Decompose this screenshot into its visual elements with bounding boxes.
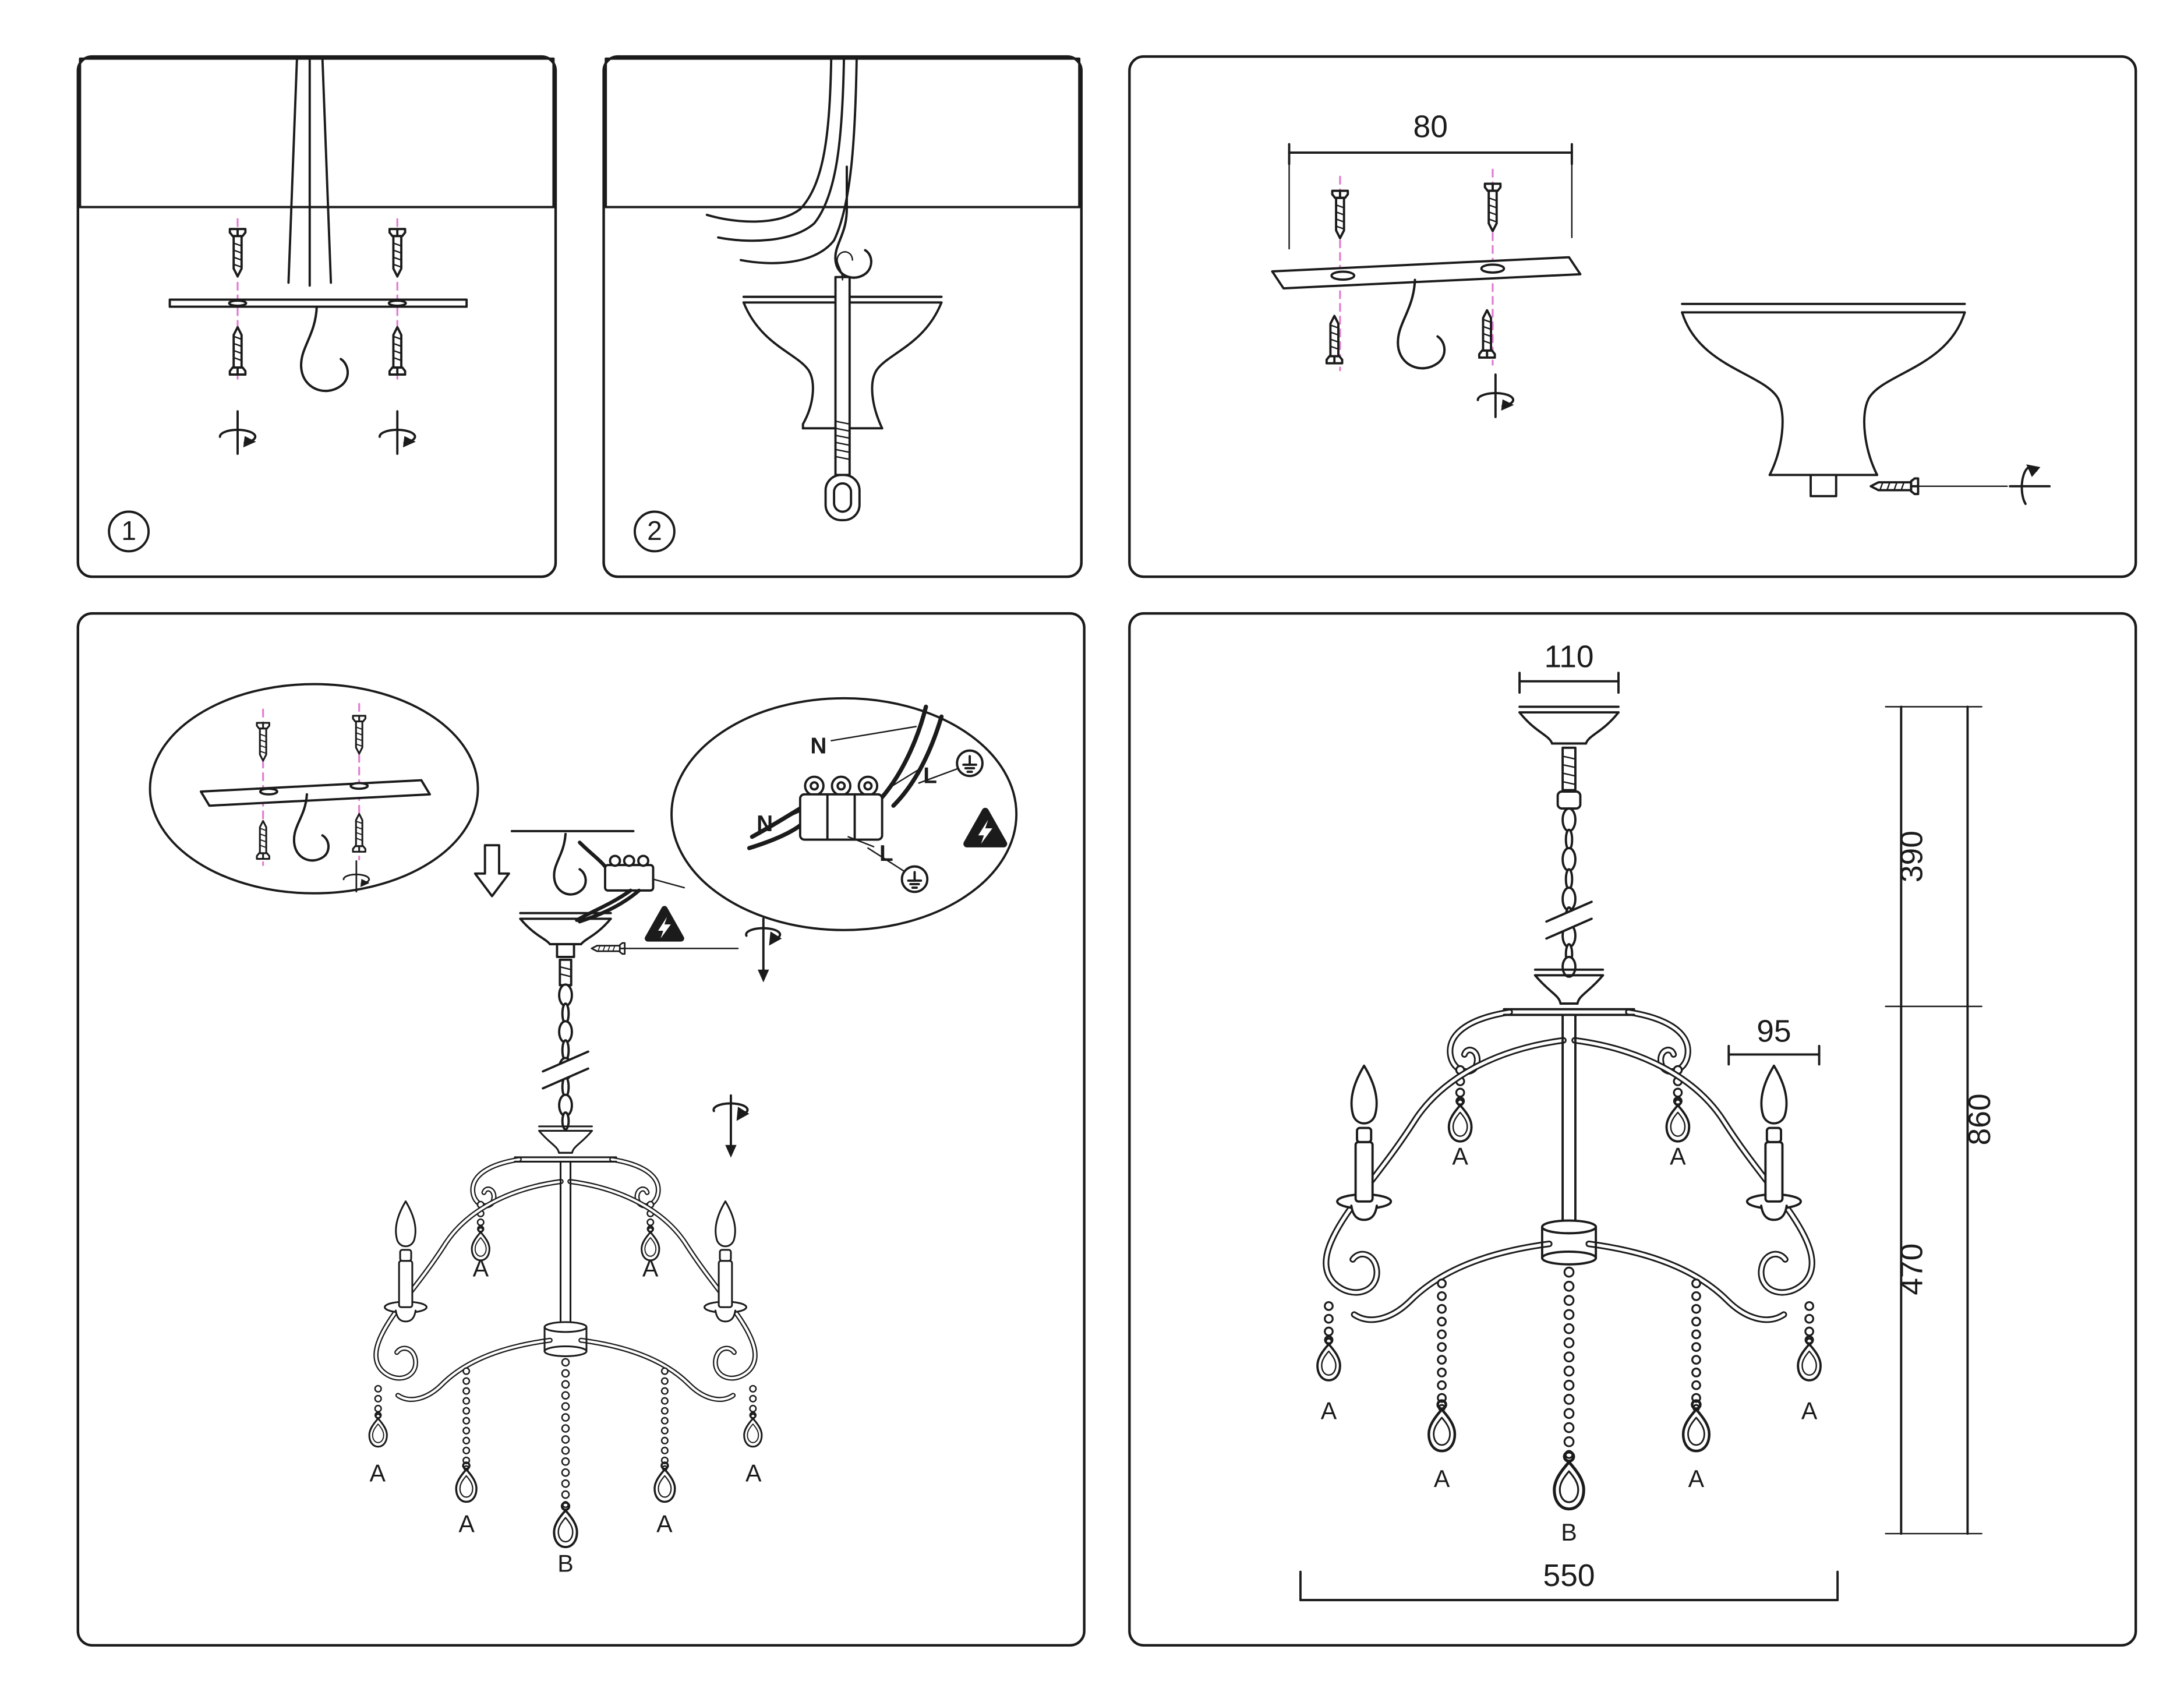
- ceiling-wires: [705, 56, 858, 264]
- wiring-label-n: N: [757, 811, 773, 836]
- threaded-rod: [834, 251, 853, 476]
- crystal-label-a: A: [656, 1511, 673, 1538]
- dim-860-label: 860: [1963, 1093, 1997, 1145]
- length-break-mark: [1545, 900, 1593, 923]
- dim-390-label: 390: [1895, 831, 1929, 882]
- panel-assembly: N L N L: [76, 612, 1086, 1647]
- crystal-label-a: A: [473, 1255, 489, 1281]
- inset-bracket-detail: [149, 683, 479, 895]
- length-break-mark: [542, 1050, 589, 1073]
- wiring-label-l: L: [879, 841, 893, 866]
- dimension-80: 80: [1288, 110, 1573, 250]
- wiring-label-n: N: [810, 733, 826, 758]
- rotation-arrow-icon: [712, 1094, 750, 1158]
- ceiling-wires: [287, 56, 333, 287]
- rotation-arrow-icon: [745, 917, 782, 983]
- suspension-chain: [1545, 746, 1593, 978]
- crystal-label-b: B: [1561, 1519, 1577, 1546]
- crystal-label-a: A: [1688, 1465, 1705, 1492]
- crystal-label-a: A: [1321, 1397, 1337, 1424]
- suspension-chain: [542, 958, 589, 1131]
- dimension-95: 95: [1727, 1015, 1821, 1066]
- step-number-badge: 1: [108, 510, 150, 553]
- step-number: 2: [647, 515, 662, 546]
- crystal-label-a: A: [1434, 1465, 1450, 1492]
- dimension-110: 110: [1518, 640, 1620, 694]
- dim-550-label: 550: [1543, 1559, 1595, 1593]
- crystal-label-a: A: [370, 1460, 386, 1486]
- canopy-side-view: [1681, 302, 1966, 497]
- canopy: [519, 912, 612, 958]
- panel-mounting-detail: 80: [1128, 55, 2137, 578]
- wiring-label-l: L: [923, 763, 937, 788]
- crystal-label-a: A: [1801, 1397, 1818, 1424]
- crystal-label-a: A: [642, 1255, 659, 1281]
- dim-470-label: 470: [1895, 1244, 1929, 1295]
- mounting-bracket: [168, 298, 468, 308]
- canopy: [1518, 705, 1620, 745]
- dimension-550: 550: [1299, 1559, 1839, 1602]
- crystal-label-a: A: [745, 1460, 762, 1486]
- hanging-strap: [824, 474, 861, 521]
- inset-wiring-detail: N L N L: [670, 697, 1018, 931]
- dim-80-label: 80: [1413, 110, 1448, 144]
- step-number: 1: [121, 515, 136, 546]
- crystal-label-a: A: [1452, 1143, 1468, 1170]
- length-break-mark: [1545, 917, 1593, 940]
- down-arrow-icon: [473, 844, 510, 898]
- terminal-block-large: [798, 775, 884, 841]
- length-break-mark: [542, 1067, 589, 1090]
- mounting-bracket: [1271, 256, 1582, 290]
- dim-110-label: 110: [1544, 640, 1593, 674]
- crystal-label-a: A: [458, 1511, 475, 1538]
- crystal-label-b: B: [557, 1550, 574, 1577]
- step-number-badge: 2: [633, 510, 676, 553]
- dimension-390-470-860: 390 470 860: [1885, 705, 1997, 1535]
- crystal-label-a: A: [1670, 1143, 1686, 1170]
- panel-step-2: 2: [602, 55, 1083, 578]
- dim-95-label: 95: [1757, 1015, 1791, 1049]
- panel-step-1: 1: [76, 55, 557, 578]
- panel-dimensions: 110 95 390: [1128, 612, 2137, 1647]
